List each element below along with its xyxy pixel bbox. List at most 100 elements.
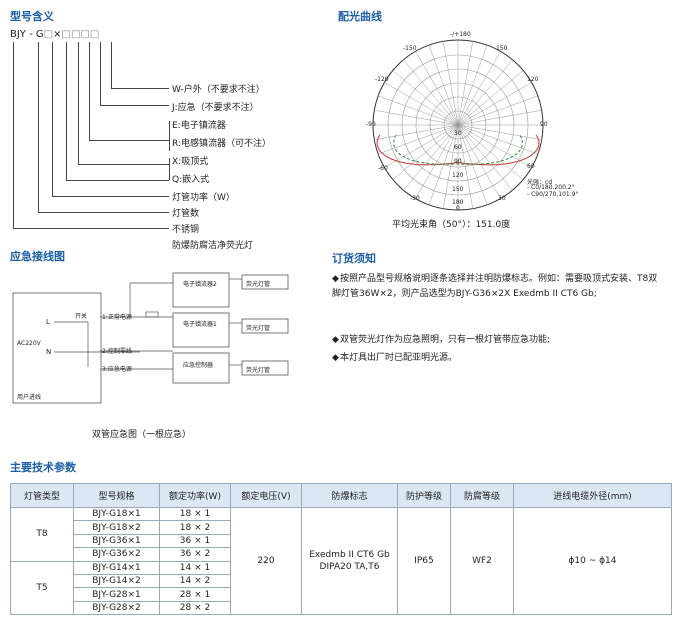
table-row: T8 BJY-G18×1 18 × 1 220 Exedmb II CT6 Gb… (10, 506, 672, 616)
order-note-2: ◆双管荧光灯作为应急照明，只有一根灯管带应急功能; (332, 333, 662, 348)
cell-ip: IP65 (397, 506, 451, 616)
cell-model: BJY-G28×2 (73, 600, 160, 616)
wiring-ballast1: 电子镇流器1 (183, 321, 217, 328)
order-note-1: ◆按照产品型号规格说明逐条选择并注明防爆标志。例如：需要吸顶式安装、T8双脚灯管… (332, 272, 662, 302)
ring-30: 30 (454, 130, 462, 137)
table-row: BJY-G28×1 28 × 1 (11, 587, 672, 602)
light-curve-title: 配光曲线 (338, 10, 382, 23)
specs-title: 主要技术参数 (10, 461, 76, 474)
legend-c0-text: C0/180,200.2° (531, 184, 575, 191)
th-type: 灯管类型 (10, 483, 74, 508)
model-box-4: □ (80, 29, 90, 40)
th-power: 额定功率(W) (159, 483, 231, 508)
cell-power: 28 × 1 (159, 587, 231, 602)
order-note-1-text: 按照产品型号规格说明逐条选择并注明防爆标志。例如：需要吸顶式安装、T8双脚灯管3… (332, 274, 658, 299)
wiring-ballast2: 电子镇流器2 (183, 281, 217, 288)
diamond-bullet-icon: ◆ (332, 335, 339, 345)
table-row: BJY-G18×2 18 × 2 (11, 520, 672, 535)
wiring-lamp2: 荧光灯管 (246, 281, 271, 288)
cell-model: BJY-G36×2 (73, 547, 160, 562)
cell-voltage: 220 (230, 506, 302, 616)
model-code-prefix: BJY - G (10, 29, 44, 40)
lamp2-box (241, 274, 289, 290)
order-title: 订货须知 (332, 252, 376, 265)
model-item-count: 灯管数 (172, 209, 200, 219)
lamp1-box (241, 318, 289, 334)
model-item-ceiling: X:吸顶式 (172, 157, 209, 167)
c0-curve (376, 134, 540, 166)
angle-m60: -60 (378, 165, 388, 172)
order-note-3-text: 本灯具出厂时已配亚明光源。 (340, 353, 458, 363)
wiring-lamp1: 荧光灯管 (246, 325, 271, 332)
legend-c0: - C0/180,200.2° (527, 184, 575, 191)
wiring-user: 用户进线 (17, 394, 42, 401)
wiring-title: 应急接线图 (10, 250, 65, 263)
angle-m90: -90 (366, 121, 376, 128)
th-ex: 防爆标志 (301, 483, 398, 508)
model-code: BJY - G□×□□□□ (10, 29, 99, 40)
angle-90: 90 (540, 121, 548, 128)
cell-model: BJY-G18×2 (73, 520, 160, 535)
ring-60: 60 (454, 144, 462, 151)
angle-0: 0 (456, 205, 460, 212)
cell-power: 28 × 2 (159, 600, 231, 616)
model-item-electronic-ballast: E:电子镇流器 (172, 121, 226, 131)
th-model: 型号规格 (73, 483, 160, 508)
order-note-2-text: 双管荧光灯作为应急照明，只有一根灯管带应急功能; (340, 335, 551, 345)
cell-model: BJY-G14×1 (73, 560, 160, 575)
model-item-stainless: 不锈钢 (172, 225, 200, 235)
user-box (12, 292, 102, 404)
model-item-emergency: J:应急（不要求不注） (172, 103, 259, 113)
th-ip: 防护等级 (397, 483, 451, 508)
wiring-controller: 应急控制器 (183, 362, 214, 369)
wiring-control: 2:控制零线 (102, 348, 132, 355)
polar-light-curve (372, 39, 544, 211)
model-item-inductive-ballast: R:电感镇流器（可不注） (172, 139, 272, 149)
specs-header-row: 灯管类型 型号规格 额定功率(W) 额定电压(V) 防爆标志 防护等级 防腐等级… (10, 483, 672, 508)
model-item-outdoor: W-户外（不要求不注） (172, 85, 265, 95)
cell-power: 18 × 1 (159, 506, 231, 522)
ex-mark-1: Exedmb II CT6 Gb (309, 550, 390, 561)
cell-power: 14 × 1 (159, 560, 231, 575)
cell-wf: WF2 (450, 506, 514, 616)
angle-180: -/+180 (450, 31, 471, 38)
angle-30: 30 (498, 195, 506, 202)
light-curve-caption: 平均光束角（50°）：151.0度 (392, 220, 511, 230)
ring-90: 90 (454, 158, 462, 165)
ring-180: 180 (452, 199, 464, 206)
th-wf: 防腐等级 (450, 483, 514, 508)
th-voltage: 额定电压(V) (230, 483, 302, 508)
model-times: × (53, 29, 62, 40)
table-row: BJY-G36×1 36 × 1 (11, 533, 672, 549)
cell-type-t8: T8 (10, 507, 74, 562)
cell-power: 36 × 1 (159, 533, 231, 549)
model-box-3: □ (70, 29, 81, 40)
order-note-3: ◆本灯具出厂时已配亚明光源。 (332, 351, 662, 366)
cell-type-t5: T5 (10, 560, 74, 616)
model-box-1: □ (43, 29, 54, 40)
angle-120: 120 (527, 76, 539, 83)
th-cable: 进线电缆外径(mm) (513, 483, 672, 508)
wiring-caption: 双管应急图（一根应急） (92, 430, 192, 440)
wiring-emergency: 3:应急电源 (102, 366, 132, 373)
ring-150: 150 (452, 186, 464, 193)
wiring-switch: 开关 (75, 313, 88, 320)
table-row: BJY-G28×2 28 × 2 (11, 600, 672, 616)
wiring-lamp-e: 荧光灯管 (246, 367, 271, 374)
cell-power: 36 × 2 (159, 547, 231, 562)
model-item-embedded: Q:嵌入式 (172, 175, 210, 185)
model-section-title: 型号含义 (10, 10, 54, 23)
legend-c90-text: C90/270,101.9° (531, 191, 579, 198)
wiring-normal: 1:正常电源 (102, 314, 132, 321)
cell-power: 14 × 2 (159, 573, 231, 589)
wiring-l: L (46, 318, 50, 326)
controller-box (172, 352, 230, 384)
legend-c90: - C90/270,101.9° (527, 191, 579, 198)
ex-mark-2: DIPA20 TA,T6 (319, 562, 380, 573)
angle-60: 60 (527, 163, 535, 170)
ring-120: 120 (452, 172, 464, 179)
angle-m120: -120 (375, 76, 389, 83)
wiring-ac: AC220V (17, 340, 41, 347)
model-item-power: 灯管功率（W） (172, 193, 235, 203)
